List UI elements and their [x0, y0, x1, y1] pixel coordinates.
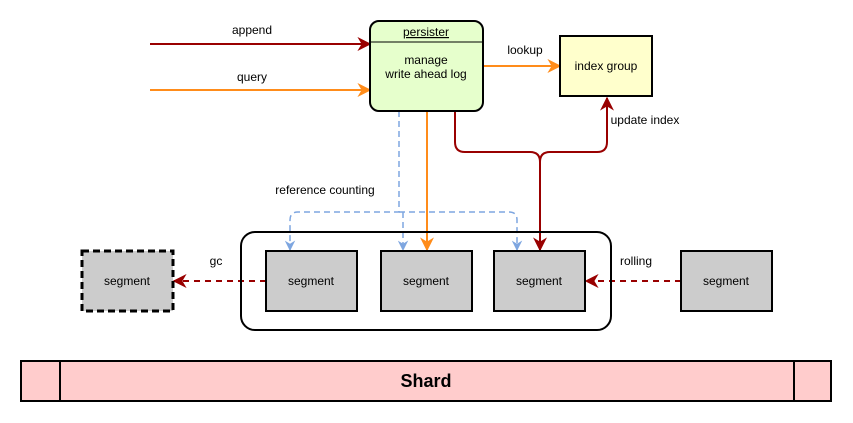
persister-line1: manage — [404, 53, 448, 67]
shard-bar: Shard — [20, 360, 832, 402]
index-group-node: index group — [559, 35, 653, 97]
reference-counting-label: reference counting — [275, 183, 374, 197]
update-index-arrow — [539, 96, 614, 163]
segment-container — [240, 231, 612, 331]
query-label: query — [237, 70, 267, 84]
edge-labels: append query lookup update index referen… — [210, 23, 680, 268]
segment-node-3: segment — [493, 250, 586, 312]
gc-segment-label: segment — [104, 274, 151, 288]
persister-title: persister — [403, 25, 449, 39]
append-label: append — [232, 23, 272, 37]
gc-label: gc — [210, 254, 223, 268]
gc-segment-node: segment — [80, 249, 175, 313]
update-flow-arrow — [454, 111, 547, 252]
persister-node: persister manage write ahead log — [369, 20, 484, 112]
rolling-segment-label: segment — [703, 274, 750, 288]
segment-label-1: segment — [288, 274, 335, 288]
segment-label-2: segment — [403, 274, 450, 288]
rolling-label: rolling — [620, 254, 652, 268]
lookup-label: lookup — [507, 43, 543, 57]
rolling-segment-node: segment — [680, 250, 773, 312]
edges-layer — [150, 37, 681, 288]
reference-counting-arrow-3 — [399, 211, 523, 252]
index-group-label: index group — [575, 59, 638, 73]
reference-counting-arrow — [284, 111, 400, 252]
segment-label-3: segment — [516, 274, 563, 288]
persister-line2: write ahead log — [384, 67, 466, 81]
segment-node-1: segment — [265, 250, 358, 312]
segment-node-2: segment — [380, 250, 473, 312]
update-index-label: update index — [611, 113, 680, 127]
shard-label: Shard — [400, 371, 451, 391]
